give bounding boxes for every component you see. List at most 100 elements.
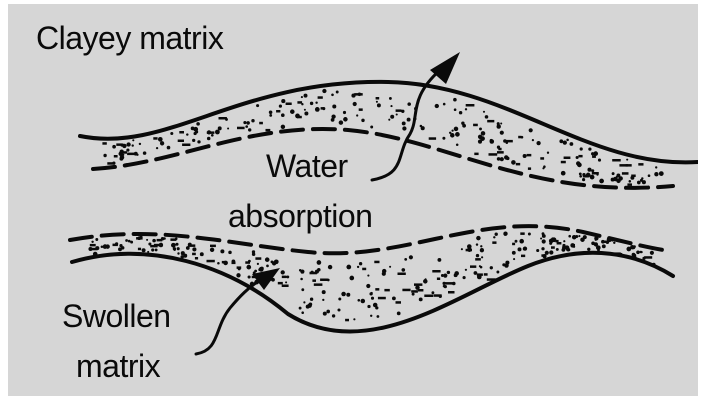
- stipple-dot: [295, 114, 300, 119]
- stipple-dot: [161, 237, 164, 240]
- stipple-dot: [644, 256, 652, 259]
- stipple-dot: [402, 126, 406, 130]
- stipple-dot: [497, 157, 501, 161]
- stipple-dot: [556, 248, 559, 251]
- stipple-dot: [301, 288, 304, 291]
- stipple-dot: [652, 263, 656, 267]
- stipple-dot: [346, 265, 351, 270]
- stipple-dot: [112, 145, 116, 149]
- stipple-dot: [474, 153, 478, 156]
- stipple-dot: [443, 285, 446, 288]
- stipple-dot: [220, 249, 224, 253]
- stipple-dot: [613, 242, 615, 244]
- stipple-dot: [301, 96, 303, 98]
- stipple-dot: [551, 246, 555, 249]
- stipple-dot: [547, 152, 549, 154]
- stipple-dot: [356, 114, 358, 116]
- stipple-dot: [366, 284, 370, 288]
- stipple-dot: [311, 271, 314, 274]
- stipple-dot: [543, 165, 546, 168]
- stipple-dot: [461, 248, 463, 250]
- stipple-dot: [459, 111, 462, 114]
- stipple-dot: [619, 164, 627, 167]
- stipple-dot: [158, 137, 163, 142]
- stipple-dot: [238, 267, 241, 270]
- stipple-dot: [512, 251, 516, 255]
- stipple-dot: [211, 134, 214, 137]
- stipple-dot: [138, 248, 141, 251]
- stipple-dot: [197, 140, 200, 143]
- stipple-dot: [503, 232, 507, 236]
- stipple-dot: [248, 128, 251, 131]
- stipple-dot: [345, 319, 349, 322]
- stipple-dot: [237, 127, 245, 130]
- stipple-dot: [174, 249, 176, 251]
- stipple-dot: [285, 281, 287, 283]
- stipple-dot: [473, 124, 478, 127]
- stipple-dot: [629, 180, 632, 183]
- stipple-dot: [120, 149, 124, 153]
- stipple-dot: [113, 244, 118, 247]
- stipple-dot: [466, 249, 472, 252]
- stipple-dot: [150, 245, 157, 248]
- stipple-dot: [611, 178, 615, 182]
- stipple-dot: [278, 282, 283, 285]
- stipple-dot: [497, 151, 504, 154]
- stipple-dot: [465, 108, 467, 110]
- stipple-dot: [281, 113, 285, 117]
- stipple-dot: [599, 179, 604, 184]
- stipple-dot: [597, 249, 600, 252]
- stipple-dot: [587, 248, 590, 251]
- stipple-dot: [152, 239, 156, 243]
- stipple-dot: [454, 273, 458, 277]
- stipple-dot: [153, 137, 157, 140]
- stipple-dot: [353, 318, 355, 320]
- stipple-dot: [487, 278, 496, 281]
- stipple-dot: [252, 250, 255, 253]
- stipple-dot: [91, 241, 93, 243]
- stipple-dot: [523, 154, 527, 158]
- stipple-dot: [504, 155, 508, 159]
- stipple-dot: [254, 270, 257, 273]
- stipple-dot: [361, 299, 366, 304]
- stipple-dot: [125, 239, 128, 242]
- stipple-dot: [492, 241, 496, 244]
- stipple-dot: [323, 312, 327, 316]
- stipple-dot: [397, 312, 401, 316]
- stipple-dot: [227, 127, 229, 129]
- stipple-dot: [518, 247, 522, 251]
- stipple-dot: [116, 143, 123, 146]
- stipple-dot: [630, 176, 634, 180]
- stipple-dot: [561, 171, 566, 176]
- stipple-dot: [370, 315, 372, 317]
- stipple-dot: [223, 261, 228, 266]
- stipple-dot: [454, 127, 459, 132]
- stipple-dot: [186, 246, 190, 250]
- stipple-dot: [485, 115, 489, 119]
- stipple-dot: [127, 153, 136, 156]
- stipple-dot: [655, 166, 657, 168]
- stipple-dot: [601, 240, 605, 244]
- stipple-dot: [480, 248, 484, 252]
- stipple-dot: [476, 254, 479, 257]
- stipple-dot: [269, 114, 272, 117]
- stipple-dot: [442, 137, 445, 140]
- stipple-dot: [132, 139, 134, 141]
- stipple-dot: [369, 292, 372, 295]
- stipple-dot: [451, 129, 453, 131]
- stipple-dot: [493, 236, 495, 238]
- stipple-dot: [588, 147, 591, 150]
- stipple-dot: [266, 129, 271, 132]
- stipple-dot: [377, 315, 380, 318]
- stipple-dot: [570, 142, 574, 146]
- stipple-dot: [121, 246, 124, 249]
- stipple-dot: [437, 278, 440, 281]
- stipple-dot: [481, 131, 486, 136]
- stipple-dot: [328, 265, 332, 269]
- stipple-dot: [271, 260, 274, 263]
- stipple-dot: [195, 257, 198, 260]
- stipple-dot: [521, 255, 525, 258]
- swollen-label: Swollen: [62, 300, 171, 332]
- stipple-dot: [602, 244, 606, 248]
